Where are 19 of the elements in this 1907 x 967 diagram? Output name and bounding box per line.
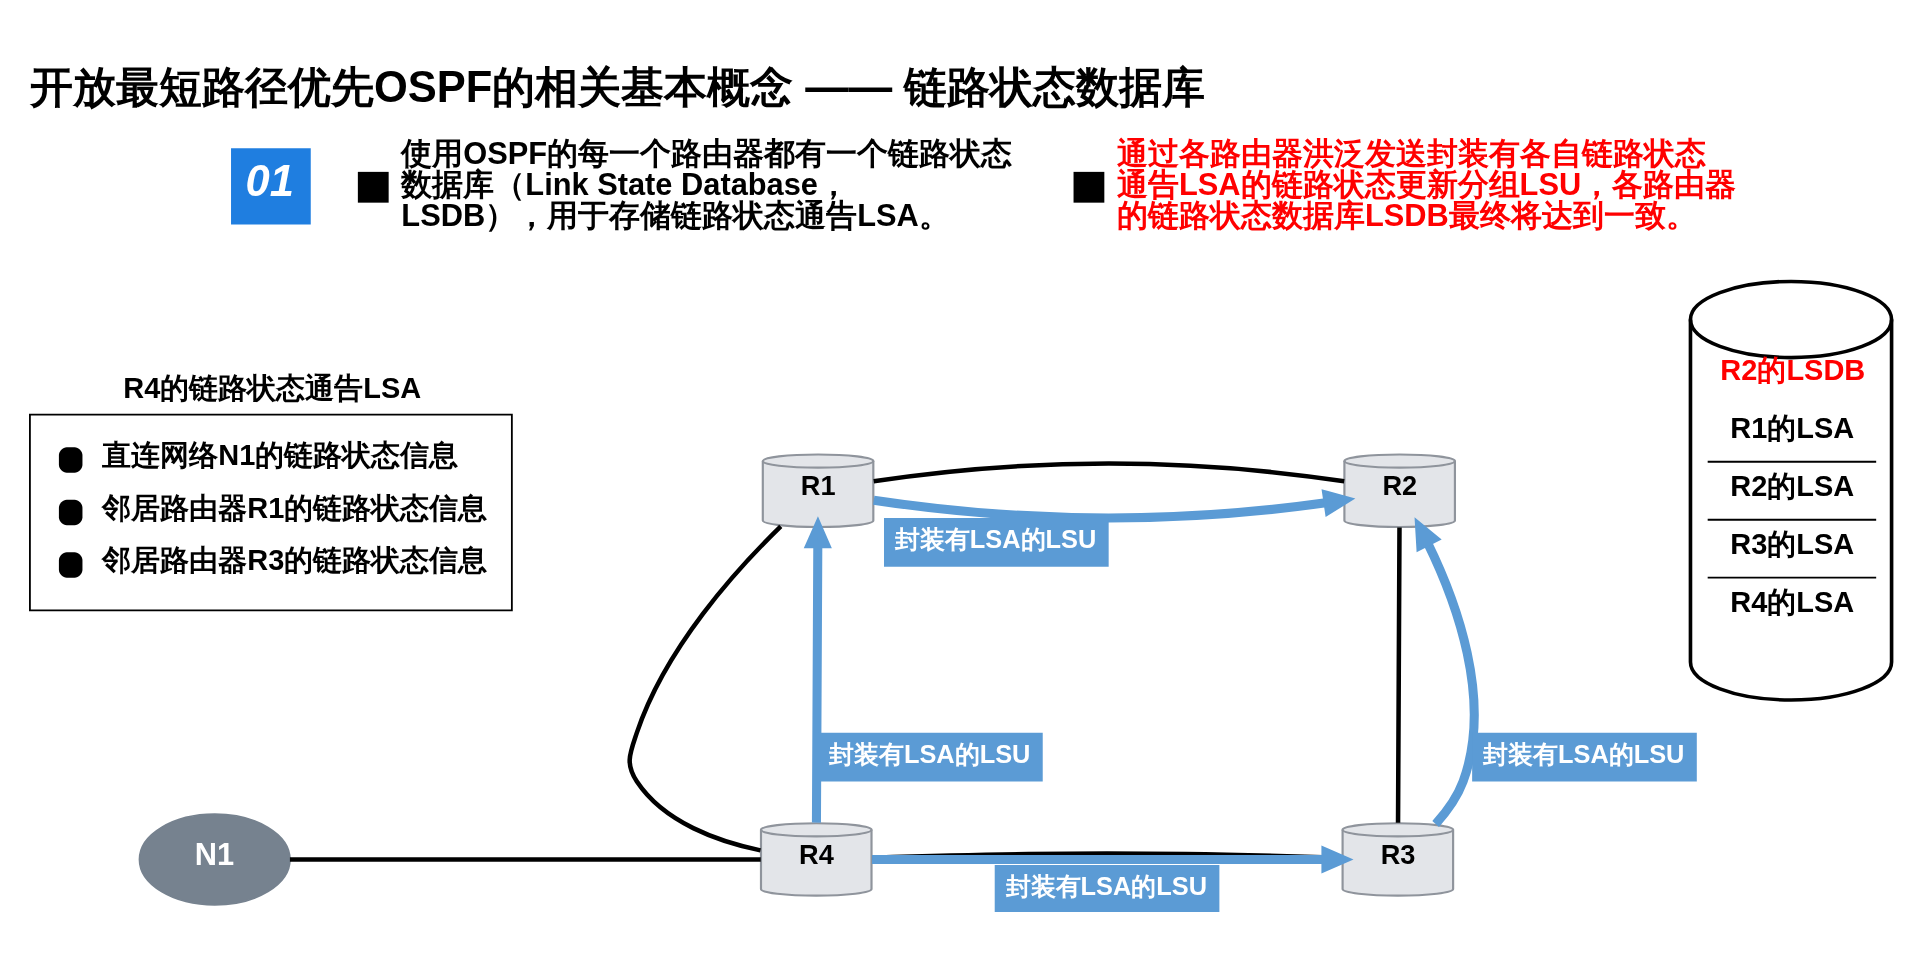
node-ellipse: N1 <box>138 813 291 906</box>
arrow <box>873 489 1356 523</box>
label: 使用OSPF的每一个路由器都有一个链路状态数据库（Link State Database，LSDB），用于存储链路状态通告LSA。 <box>401 135 1013 233</box>
node-box: 直连网络N1的链路状态信息 邻居路由器R1的链路状态信息 邻居路由器R3的链路状态信息 <box>29 413 513 612</box>
connector <box>873 461 1345 484</box>
edge-label: 封装有LSA的LSU <box>1483 739 1685 768</box>
node-label: R4的链路状态通告LSA <box>123 371 422 404</box>
connector <box>289 857 761 862</box>
edge-label: 封装有LSA的LSU <box>894 525 1097 554</box>
connector <box>627 524 783 853</box>
label: 01 <box>245 156 294 205</box>
arrow <box>803 516 832 823</box>
arrow <box>872 845 1354 874</box>
diagram-title: 开放最短路径优先OSPF的相关基本概念 —— 链路状态数据库 <box>29 63 1206 112</box>
edge-label: 封装有LSA的LSU <box>1005 872 1208 901</box>
label: 通过各路由器洪泛发送封装有各自链路状态通告LSA的链路状态更新分组LSU，各路由器的链路状态数据库LSDB最终将达到一致。 <box>1117 135 1737 233</box>
edge-label: 封装有LSA的LSU <box>828 739 1031 768</box>
connector <box>1395 527 1402 823</box>
arrow <box>1414 517 1479 827</box>
